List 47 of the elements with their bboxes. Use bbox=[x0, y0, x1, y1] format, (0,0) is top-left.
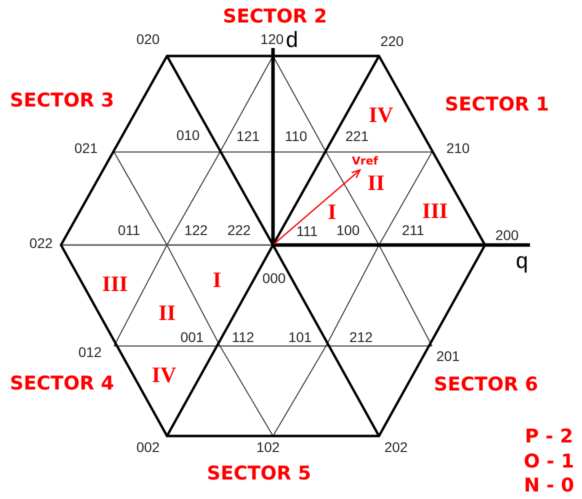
sector-label: SECTOR 3 bbox=[10, 92, 114, 110]
state-code-label: 001 bbox=[180, 330, 204, 344]
state-code-label: 101 bbox=[288, 330, 312, 344]
key-text: P - 2 bbox=[524, 428, 574, 446]
state-code-label: 012 bbox=[78, 345, 102, 359]
state-code-label: 222 bbox=[227, 223, 251, 237]
state-code-label: 212 bbox=[349, 330, 373, 344]
key-text: O - 1 bbox=[524, 452, 574, 472]
state-code-label: 221 bbox=[345, 129, 369, 143]
state-code-label: 211 bbox=[402, 223, 424, 237]
state-code-label: 220 bbox=[380, 34, 404, 48]
state-code-label: 120 bbox=[260, 32, 284, 46]
state-code-label: 011 bbox=[118, 223, 140, 237]
axis-label: q bbox=[516, 250, 528, 272]
region-numeral: I bbox=[328, 201, 336, 223]
state-code-label: 202 bbox=[384, 440, 408, 454]
state-code-label: 002 bbox=[136, 440, 160, 454]
state-code-label: 200 bbox=[495, 228, 519, 242]
state-code-label: 000 bbox=[262, 271, 286, 285]
state-code-label: 110 bbox=[284, 129, 308, 143]
region-numeral: IV bbox=[152, 364, 176, 386]
key-text: N - 0 bbox=[524, 476, 574, 496]
region-numeral: I bbox=[212, 269, 222, 291]
region-numeral: III bbox=[102, 273, 128, 295]
state-code-label: 021 bbox=[74, 141, 98, 155]
state-code-label: 100 bbox=[336, 223, 360, 237]
state-code-label: 210 bbox=[446, 141, 470, 155]
state-code-label: 020 bbox=[136, 32, 160, 46]
sector-label: SECTOR 5 bbox=[206, 464, 312, 484]
sector-label: SECTOR 4 bbox=[10, 374, 114, 394]
sector-label: SECTOR 2 bbox=[222, 8, 328, 26]
state-code-label: 111 bbox=[296, 224, 318, 238]
state-code-label: 122 bbox=[184, 223, 208, 237]
state-code-label: 201 bbox=[436, 349, 460, 363]
vector-label: Vref bbox=[352, 156, 378, 166]
region-numeral: II bbox=[367, 172, 385, 194]
sector-label: SECTOR 1 bbox=[444, 96, 550, 114]
state-code-label: 022 bbox=[29, 236, 53, 250]
state-code-label: 121 bbox=[236, 129, 260, 143]
axis-label: d bbox=[286, 29, 298, 51]
state-code-label: 112 bbox=[232, 330, 254, 344]
region-numeral: II bbox=[158, 302, 176, 324]
state-code-label: 102 bbox=[256, 440, 280, 454]
region-numeral: IV bbox=[368, 104, 394, 126]
region-numeral: III bbox=[422, 200, 448, 222]
state-code-label: 010 bbox=[176, 128, 200, 142]
sector-label: SECTOR 6 bbox=[434, 376, 538, 394]
